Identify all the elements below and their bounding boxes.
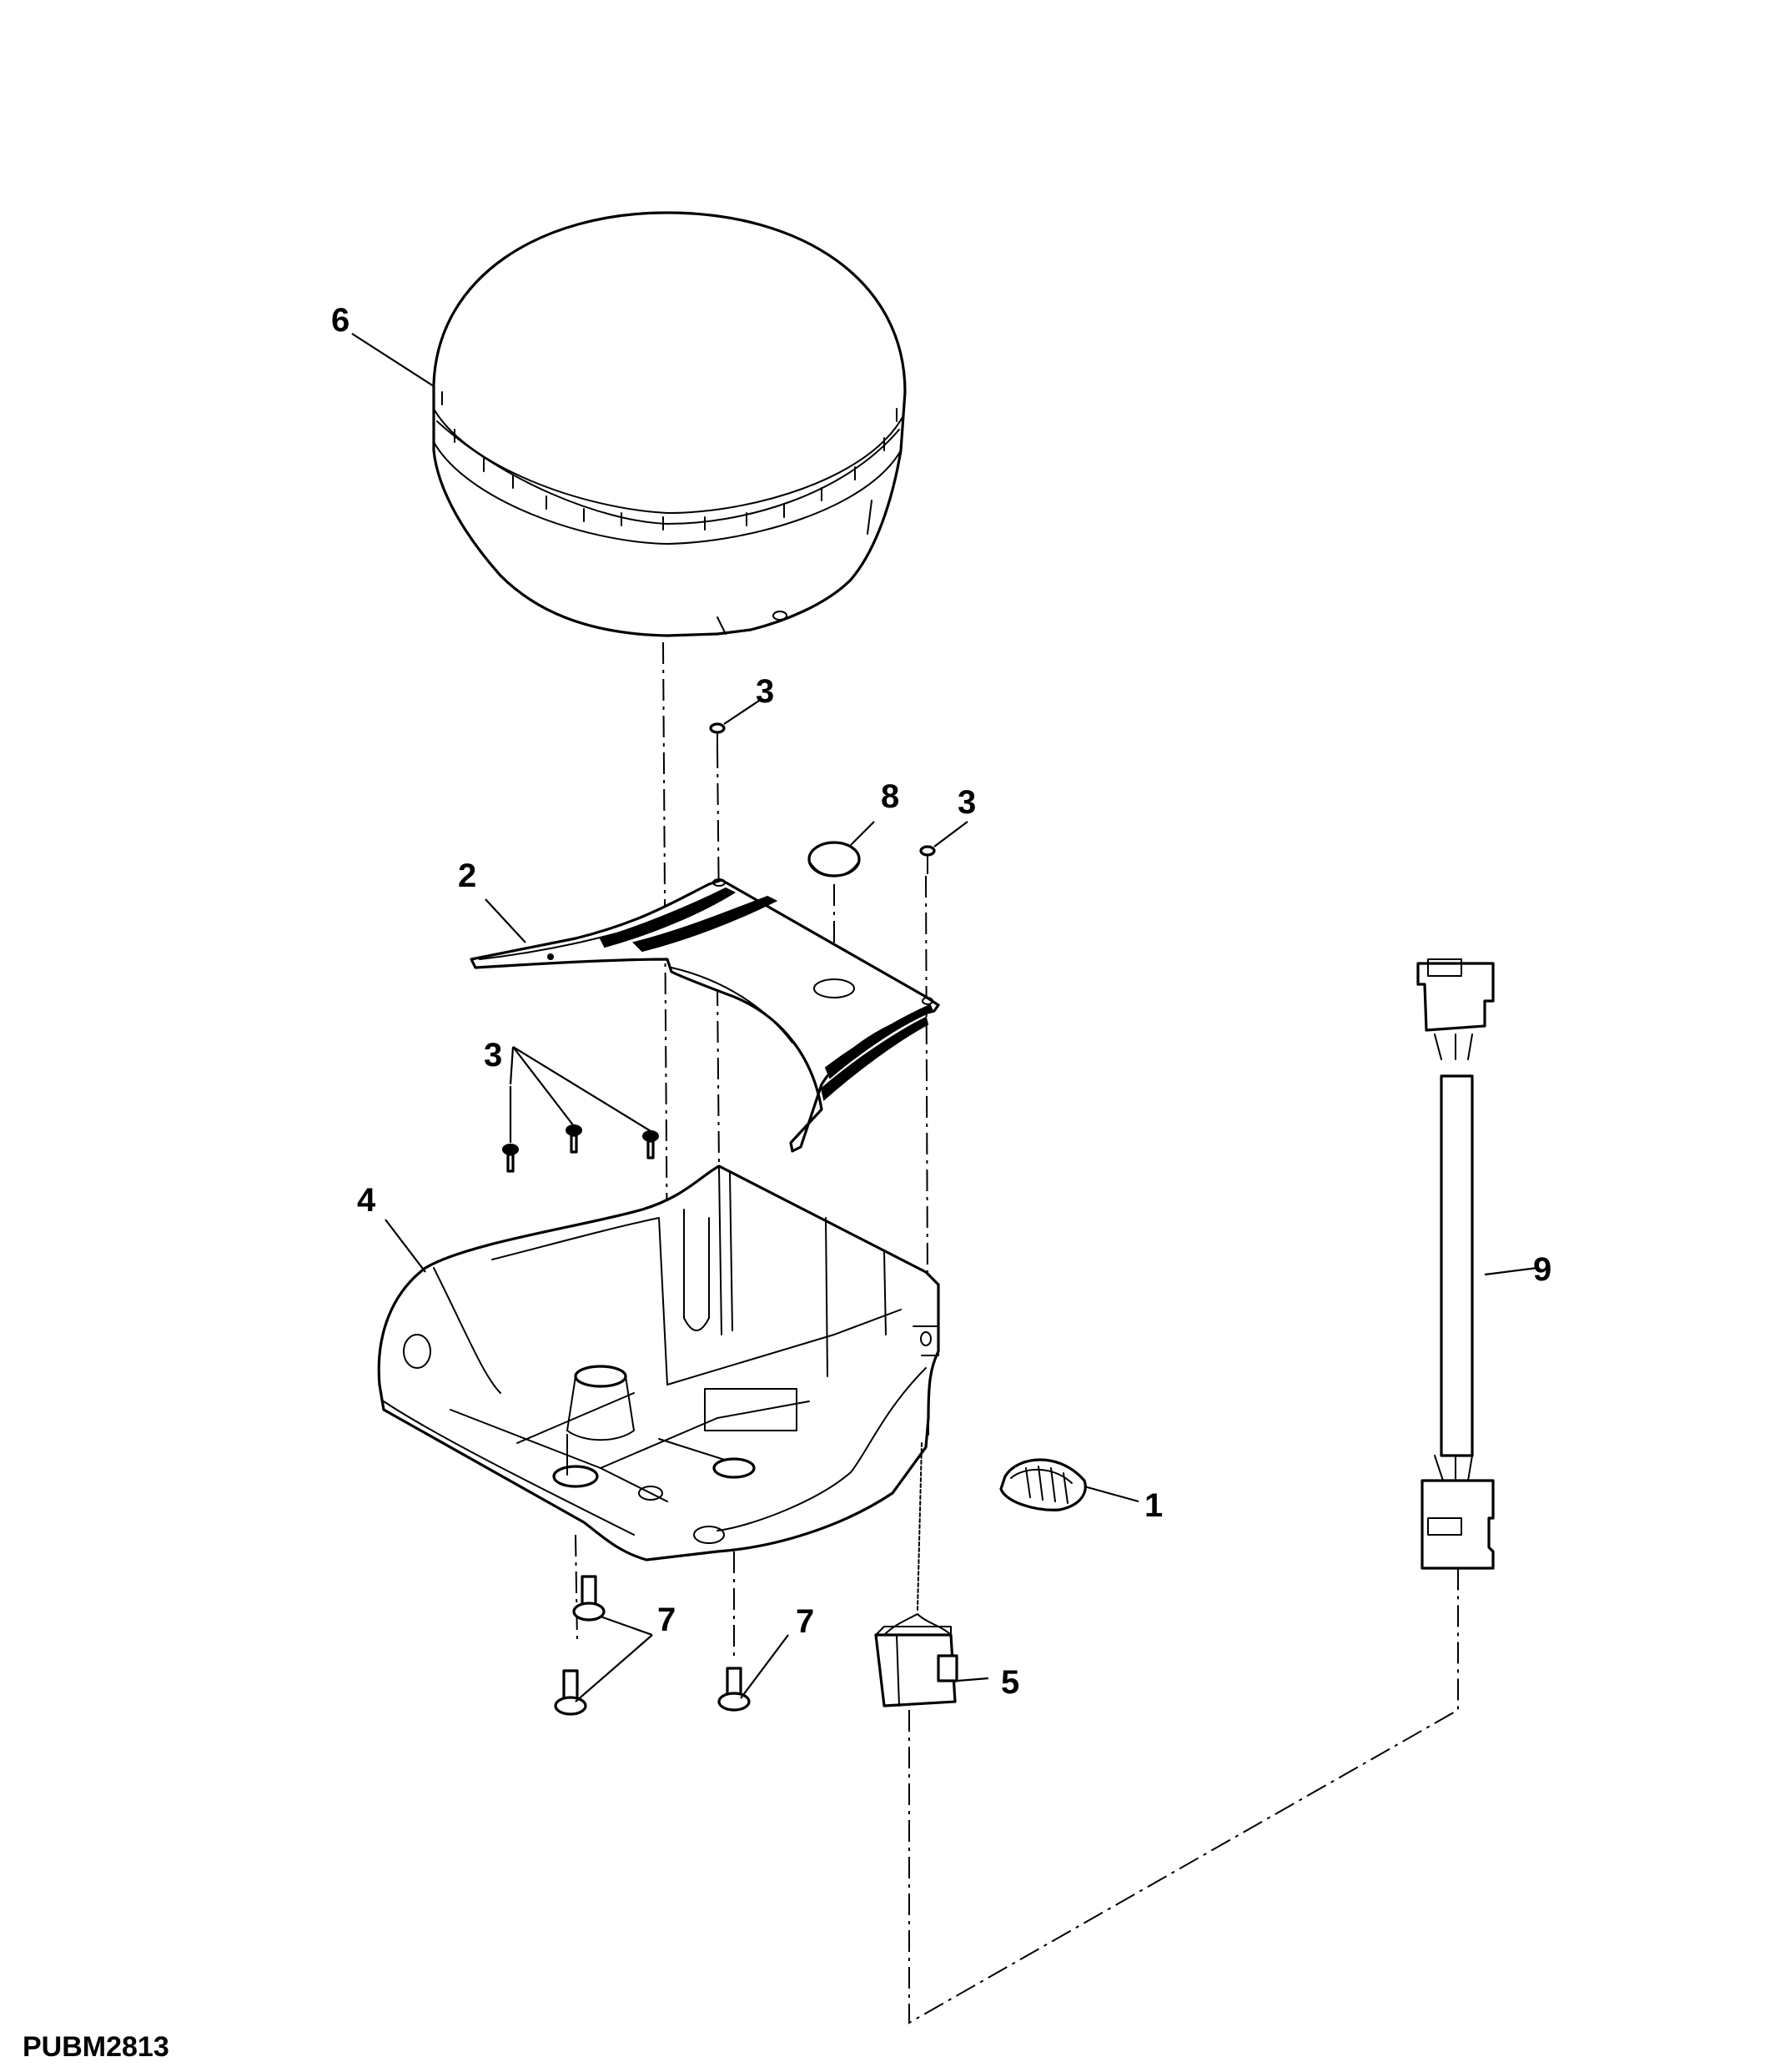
callout-3-right: 3	[958, 784, 976, 821]
dome-receiver-part	[432, 211, 907, 637]
callout-3-cluster: 3	[484, 1037, 502, 1074]
center-line-screw-right	[925, 875, 928, 1285]
callout-labels: 6 3 8 3 2 3 4 9 1 7 7 5	[331, 302, 1551, 1701]
leader-1	[1084, 1485, 1139, 1503]
leader-lines	[351, 333, 1538, 1702]
hose-clamp-part	[999, 1458, 1087, 1511]
leader-8	[850, 821, 875, 846]
dome-rib-ticks	[441, 391, 898, 531]
callout-5: 5	[1001, 1664, 1019, 1701]
plug-part	[807, 841, 861, 878]
callout-7-left: 7	[657, 1602, 676, 1638]
callout-3-top: 3	[756, 673, 774, 710]
bolt-upper-left	[572, 1575, 606, 1622]
bolt-lower-left	[554, 1669, 587, 1716]
leader-3-right	[933, 821, 968, 847]
leader-3-cluster-c	[512, 1046, 651, 1132]
leader-5	[957, 1677, 989, 1682]
top-cover-part	[470, 878, 940, 1153]
center-line-cover-base	[717, 983, 720, 1169]
callout-7-right: 7	[796, 1603, 814, 1640]
callout-1: 1	[1144, 1487, 1163, 1524]
callout-4: 4	[357, 1182, 376, 1219]
leader-9	[1484, 1266, 1538, 1276]
figure-id: PUBM2813	[23, 2031, 169, 2063]
leader-3-cluster-b	[512, 1046, 575, 1127]
harness-part	[1416, 958, 1495, 1570]
callout-6: 6	[331, 302, 349, 339]
assembly-center-lines	[575, 641, 1459, 2024]
leader-3-top	[723, 700, 760, 725]
callout-9: 9	[1533, 1251, 1551, 1288]
center-line-dome	[662, 641, 668, 1277]
screw-cluster	[502, 1124, 659, 1173]
callout-2: 2	[458, 857, 476, 894]
base-housing-part	[377, 1164, 940, 1562]
cable-connector-part	[874, 1442, 958, 1707]
leader-4	[385, 1219, 426, 1273]
leader-2	[485, 898, 526, 943]
leader-3-cluster-root	[509, 1046, 515, 1085]
leader-7-left-b	[575, 1634, 653, 1702]
leader-6	[351, 333, 435, 387]
bolt-right	[717, 1667, 751, 1712]
screw-top-center	[709, 722, 726, 752]
center-line-bolt-left	[575, 1534, 578, 1644]
callout-8: 8	[881, 778, 899, 815]
center-line-screw-top	[717, 746, 720, 918]
center-line-harness-connection	[908, 1568, 1459, 2024]
leader-7-right	[740, 1634, 789, 1699]
leader-7-left-a	[600, 1615, 653, 1637]
screw-top-right	[919, 845, 936, 874]
